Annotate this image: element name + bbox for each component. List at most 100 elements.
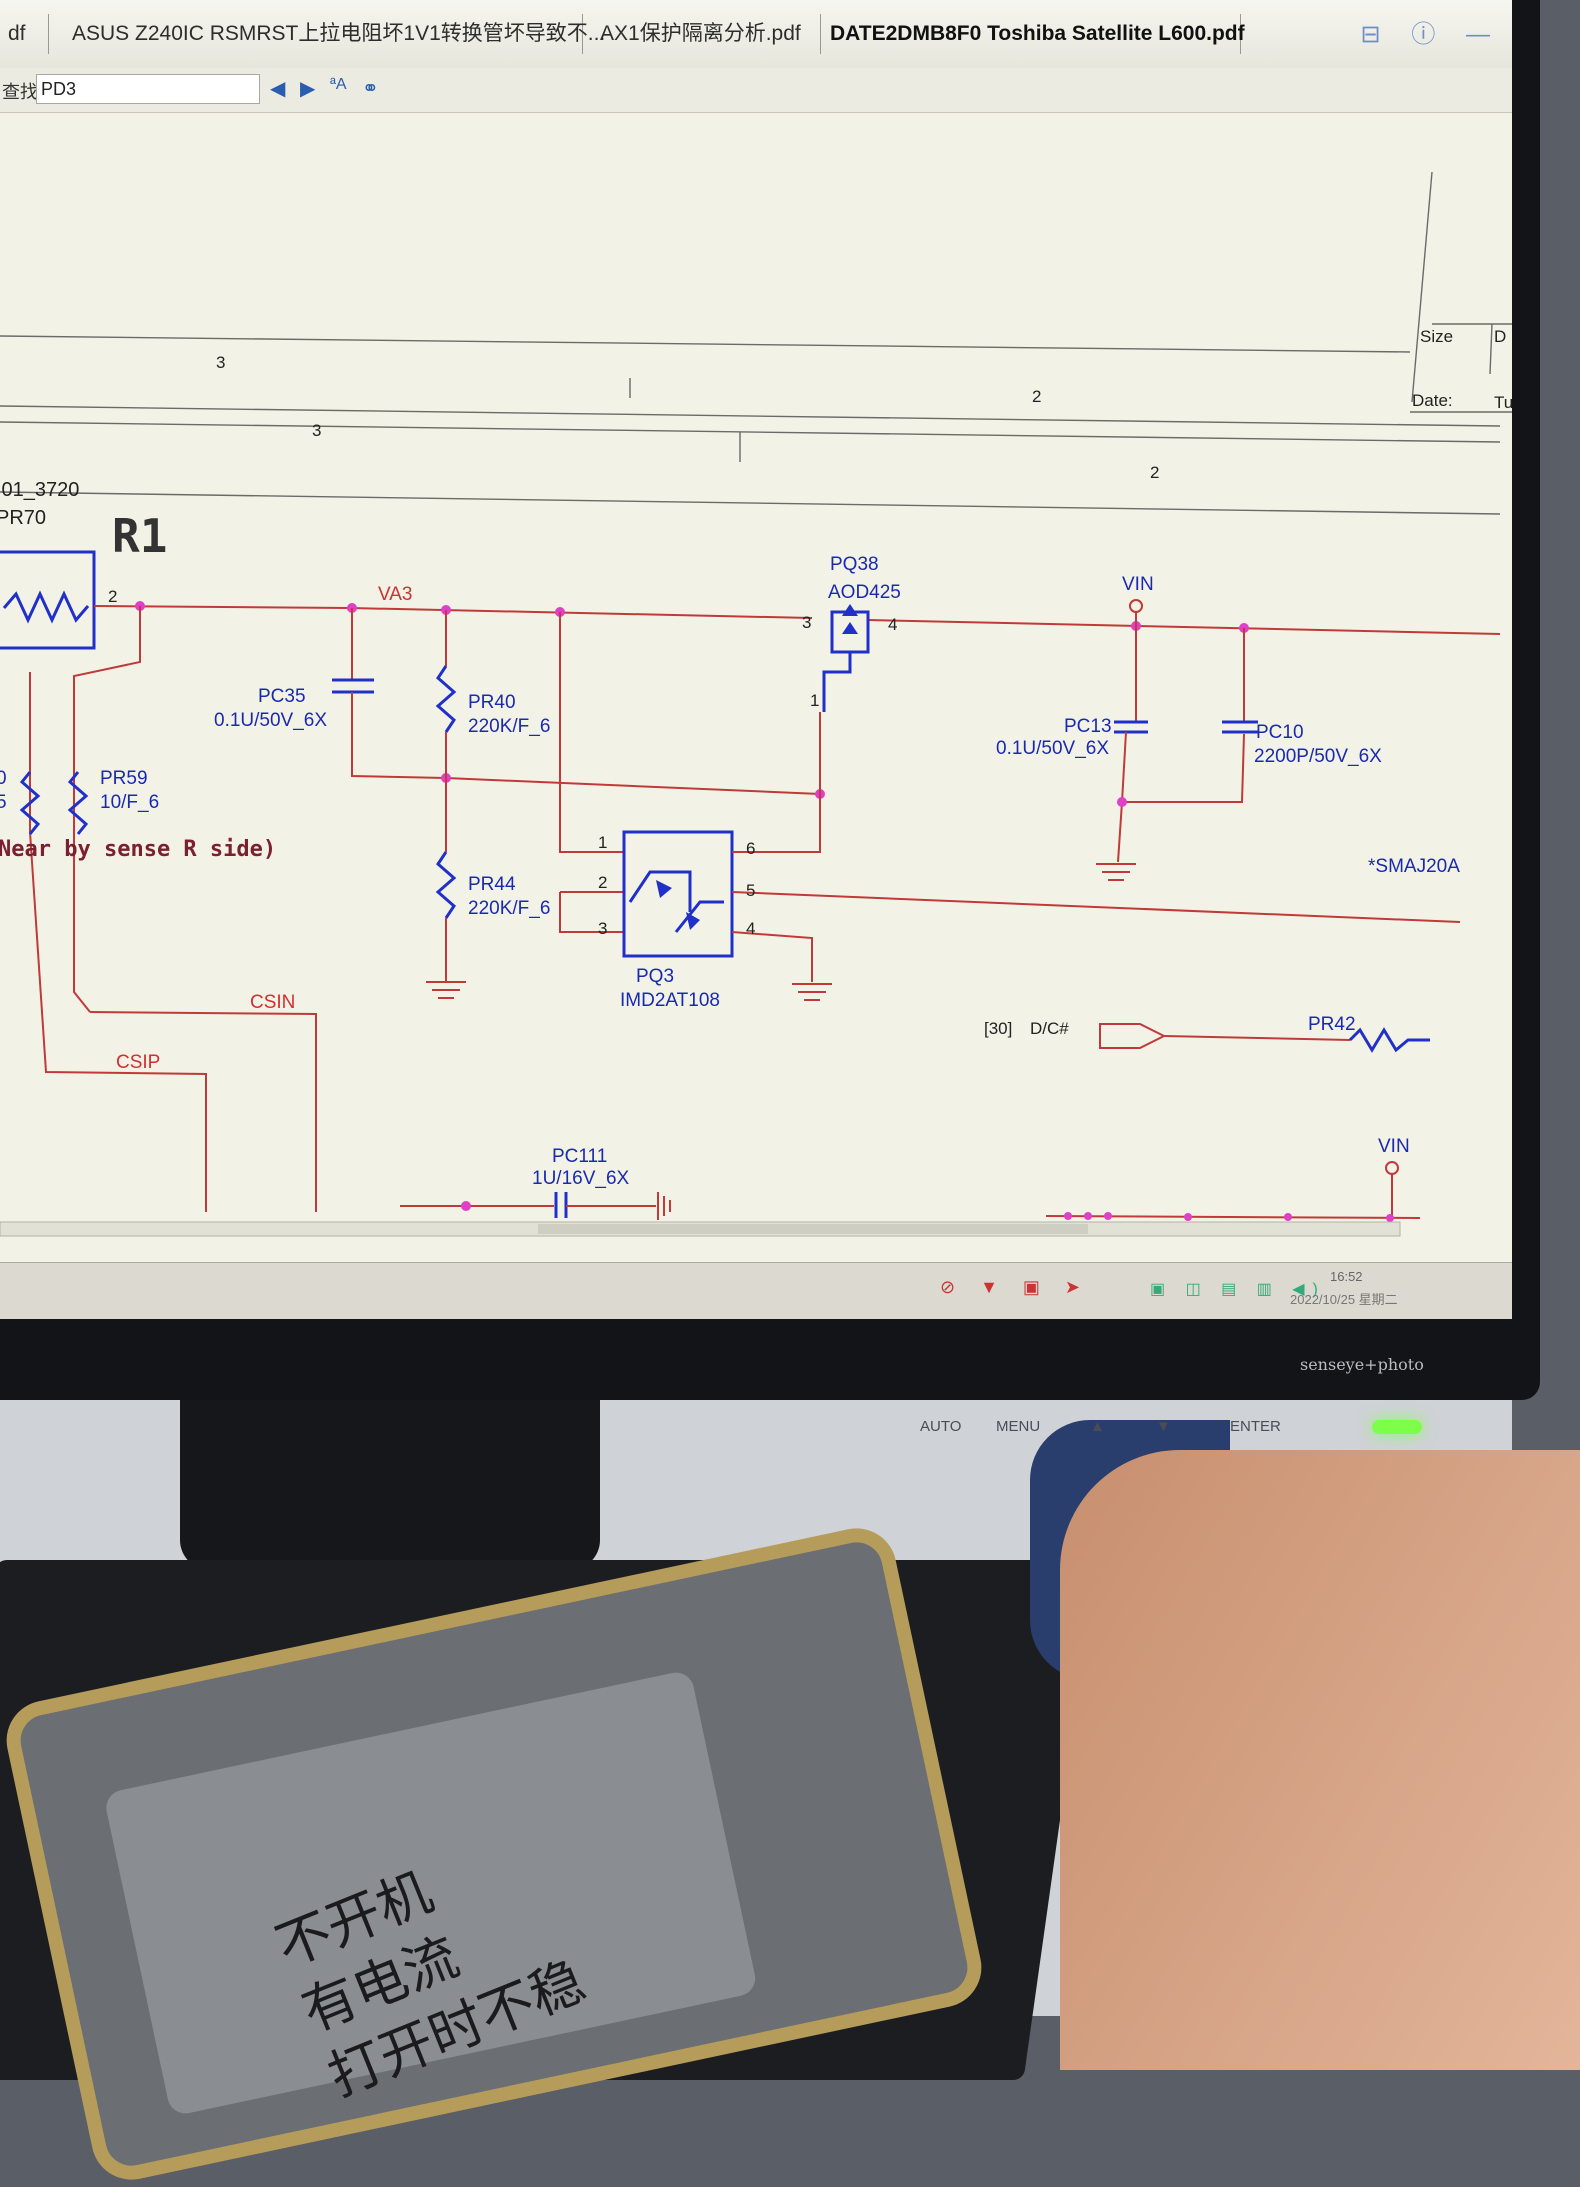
monitor-enter-button[interactable]: ENTER xyxy=(1230,1418,1281,1435)
frame-line xyxy=(0,335,1411,353)
pq38-part: AOD425 xyxy=(828,582,901,603)
left-resistor-name: 0 xyxy=(0,768,7,789)
pr44-body xyxy=(435,851,457,919)
junction xyxy=(1184,1213,1192,1221)
frame-line xyxy=(0,405,1501,427)
pq38-pin4: 4 xyxy=(888,615,897,634)
pq3-pin5-trace xyxy=(731,891,1461,923)
monitor-bezel: df ASUS Z240IC RSMRST上拉电阻坏1V1转换管坏导致不... … xyxy=(0,0,1540,1400)
tab-0[interactable]: df xyxy=(0,14,49,54)
gate-net xyxy=(351,692,821,795)
frame-number: 2 xyxy=(1150,463,1159,482)
screen: df ASUS Z240IC RSMRST上拉电阻坏1V1转换管坏导致不... … xyxy=(0,0,1513,1319)
pc10-name: PC10 xyxy=(1256,722,1304,743)
pr40-value: 220K/F_6 xyxy=(468,716,550,737)
pq3-pin1-trace xyxy=(559,612,624,853)
pr40-name: PR40 xyxy=(468,692,516,713)
vin-port xyxy=(1129,599,1143,613)
pr59-name: PR59 xyxy=(100,768,148,789)
dc-ref: [30] xyxy=(984,1019,1012,1038)
pc10-value: 2200P/50V_6X xyxy=(1254,746,1382,767)
pr42-label: PR42 xyxy=(1308,1014,1356,1035)
pq3-part: IMD2AT108 xyxy=(620,990,720,1011)
search-label: 查找: xyxy=(2,82,44,102)
junction xyxy=(461,1201,471,1211)
junction xyxy=(1104,1212,1112,1220)
ground-symbol xyxy=(792,983,832,1001)
ground-symbol xyxy=(657,1192,671,1220)
pq38-name: PQ38 xyxy=(830,554,879,575)
ground-symbol xyxy=(426,981,466,999)
ground-symbol xyxy=(1096,863,1136,881)
title-block-border xyxy=(1411,171,1433,403)
pq3-transistor-2 xyxy=(674,900,724,933)
vin-label: VIN xyxy=(1122,574,1154,595)
pr59-body xyxy=(67,771,89,835)
pq3-pin: 4 xyxy=(746,919,755,938)
schematic-canvas: 3 2 3 2 Size D Date: Tu .01_3720 PR70 R1… xyxy=(0,171,1513,1237)
pq3-pin: 1 xyxy=(598,833,607,852)
prev-result-icon[interactable]: ◀ xyxy=(270,78,286,100)
dc-net-label: D/C# xyxy=(1030,1019,1069,1038)
frame-number: 3 xyxy=(216,353,225,372)
clock-time[interactable]: 16:52 xyxy=(1330,1269,1363,1284)
pq3-name: PQ3 xyxy=(636,966,674,987)
vin-rail xyxy=(867,619,1501,635)
binoculars-icon[interactable]: ⚭ xyxy=(362,78,379,100)
csin-trace xyxy=(73,606,141,1013)
frame-number: 3 xyxy=(312,421,321,440)
pq3-pin: 5 xyxy=(746,881,755,900)
bottom-rail xyxy=(1045,1215,1421,1219)
next-result-icon[interactable]: ▶ xyxy=(300,78,316,100)
pr40-body xyxy=(435,665,457,733)
search-toolbar: 查找: ◀ ▶ ªA ⚭ xyxy=(0,68,1512,113)
monitor-auto-button[interactable]: AUTO xyxy=(920,1418,962,1435)
pr44-name: PR44 xyxy=(468,874,516,895)
power-led xyxy=(1372,1420,1422,1434)
monitor-up-button[interactable]: ▲ xyxy=(1090,1418,1105,1435)
pc13-name: PC13 xyxy=(1064,716,1112,737)
handwritten-note: 不开机 有电流 打开时不稳 xyxy=(266,1817,595,2113)
scrollbar-thumb[interactable] xyxy=(538,1224,1088,1234)
tab-1[interactable]: ASUS Z240IC RSMRST上拉电阻坏1V1转换管坏导致不... xyxy=(62,14,605,54)
clock-date[interactable]: 2022/10/25 星期二 xyxy=(1290,1292,1398,1307)
pr70-body xyxy=(0,550,96,650)
pq3-pin4-trace xyxy=(731,931,813,982)
pq3-arrow xyxy=(686,912,700,930)
vin-bottom-label: VIN xyxy=(1378,1136,1410,1157)
pq38-pin1: 1 xyxy=(810,691,819,710)
pq3-transistor-1 xyxy=(628,870,692,912)
pc111-name: PC111 xyxy=(552,1146,607,1167)
pq3-body xyxy=(622,830,734,958)
pr70-label: PR70 xyxy=(0,507,46,529)
window-controls[interactable]: ⊟ ⓘ — xyxy=(1360,21,1502,48)
tab-2[interactable]: AX1保护隔离分析.pdf xyxy=(590,14,821,54)
pr42-body xyxy=(1348,1027,1430,1053)
junction xyxy=(1117,797,1127,807)
pq3-pin: 6 xyxy=(746,839,755,858)
csin-net-label: CSIN xyxy=(250,992,295,1013)
title-block-border xyxy=(1489,323,1493,375)
pq38-pin3: 3 xyxy=(802,613,811,632)
dc-port xyxy=(1099,1023,1167,1049)
title-date-label: Date: xyxy=(1412,391,1453,410)
frame-line xyxy=(0,491,1501,515)
junction xyxy=(1386,1214,1394,1222)
junction xyxy=(1084,1212,1092,1220)
junction xyxy=(1284,1213,1292,1221)
system-tray-icons[interactable]: ▣ ◫ ▤ ▥ ◀) xyxy=(1150,1281,1326,1298)
va3-rail xyxy=(93,605,813,619)
monitor-menu-button[interactable]: MENU xyxy=(996,1418,1041,1435)
rsense-value: .01_3720 xyxy=(0,479,79,501)
pr44-value: 220K/F_6 xyxy=(468,898,550,919)
tray-app-icons[interactable]: ⊘ ▼ ▣ ➤ xyxy=(940,1277,1090,1297)
csin-trace-2 xyxy=(89,1011,317,1212)
tab-3[interactable]: DATE2DMB8F0 Toshiba Satellite L600.pdf xyxy=(820,14,1245,54)
va3-net-label: VA3 xyxy=(378,584,413,605)
match-case-icon[interactable]: ªA xyxy=(330,76,347,93)
pq3-pin: 2 xyxy=(598,873,607,892)
monitor-down-button[interactable]: ▼ xyxy=(1156,1418,1171,1435)
search-input[interactable] xyxy=(36,74,260,104)
pr59-value: 10/F_6 xyxy=(100,792,159,813)
pq38-gate xyxy=(822,652,852,712)
